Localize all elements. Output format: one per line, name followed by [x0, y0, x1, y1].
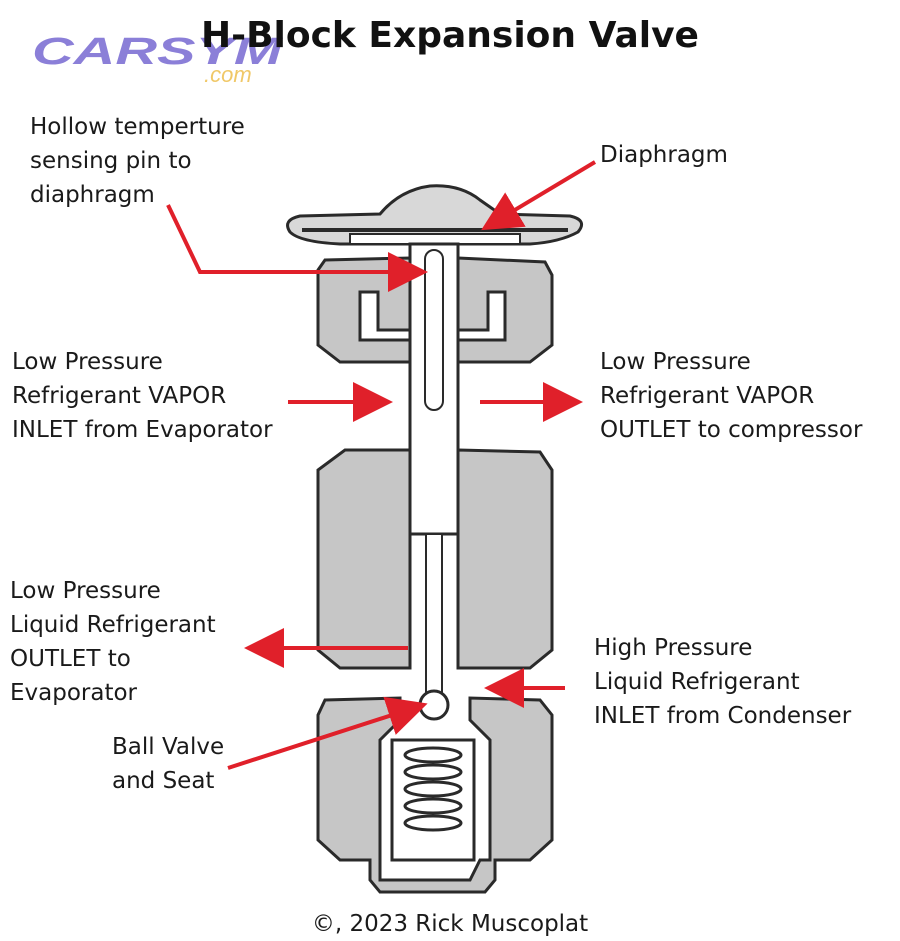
spring — [403, 746, 463, 832]
arrow-diaphragm — [481, 160, 597, 231]
push-rod — [425, 533, 443, 695]
label-liquid-inlet: High Pressure Liquid Refrigerant INLET f… — [594, 635, 852, 729]
label-vapor-inlet: Low Pressure Refrigerant VAPOR INLET fro… — [12, 349, 273, 443]
arrow-ball-valve — [227, 696, 428, 770]
label-liquid-outlet: Low Pressure Liquid Refrigerant OUTLET t… — [10, 578, 216, 706]
copyright-notice: ©, 2023 Rick Muscoplat — [311, 911, 589, 937]
logo-sub-text: .com — [204, 62, 252, 87]
pin-bore — [424, 249, 444, 411]
label-vapor-outlet: Low Pressure Refrigerant VAPOR OUTLET to… — [600, 349, 863, 443]
middle-block-right — [456, 448, 554, 670]
label-ball-valve: Ball Valve and Seat — [112, 734, 225, 794]
label-diaphragm: Diaphragm — [600, 142, 728, 168]
lower-block — [316, 696, 554, 894]
upper-block-right — [456, 256, 554, 364]
ball-valve — [418, 689, 450, 721]
page-title: H-Block Expansion Valve — [201, 15, 699, 56]
arrows — [166, 160, 597, 770]
logo-main-text: CARSYM — [32, 31, 284, 73]
arrow-pin — [166, 204, 428, 292]
label-sensing-pin: Hollow temperture sensing pin to diaphra… — [30, 114, 245, 208]
middle-block-left — [316, 448, 412, 670]
brand-logo: CARSYM .com — [28, 30, 288, 90]
